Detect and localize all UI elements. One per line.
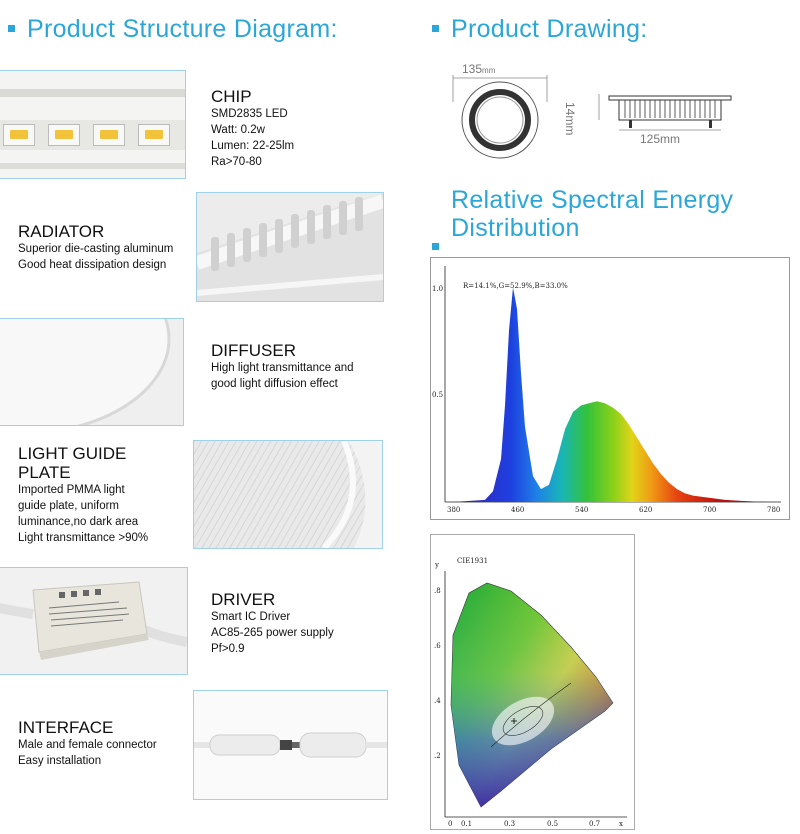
interface-photo <box>193 690 388 800</box>
component-title: LIGHT GUIDE <box>18 444 127 463</box>
cie-y-label: y <box>434 561 439 569</box>
cie-x-label: x <box>619 820 623 828</box>
y-tick-label: 1.0 <box>432 285 443 293</box>
height-label: 14mm <box>563 102 577 136</box>
driver-photo <box>0 567 188 675</box>
cie-y-tick: .2 <box>434 752 441 760</box>
component-title: DIFFUSER <box>211 341 296 360</box>
side-view-drawing: 14mm 125mm <box>563 88 735 148</box>
radiator-photo <box>196 192 384 302</box>
x-tick-label: 540 <box>575 506 588 514</box>
chip-photo <box>0 70 186 179</box>
top-view-circle <box>452 75 548 159</box>
heading-bullet-icon <box>8 24 15 32</box>
cie-horseshoe <box>450 582 614 808</box>
cie-x-tick: 0.1 <box>461 820 472 828</box>
component-diffuser: DIFFUSER High light transmittance and go… <box>211 341 354 390</box>
x-tick-label: 620 <box>639 506 652 514</box>
drawing-heading: Product Drawing: <box>432 15 648 44</box>
bottom-width-label: 125mm <box>640 132 681 146</box>
cie-x-tick: 0.7 <box>589 820 600 828</box>
x-tick-label: 380 <box>447 506 460 514</box>
heading-bullet-icon <box>432 243 439 250</box>
structure-heading: Product Structure Diagram: <box>8 15 338 44</box>
cie-y-tick: .4 <box>434 697 441 705</box>
component-title: INTERFACE <box>18 718 114 737</box>
diffuser-photo <box>0 318 184 426</box>
heading-bullet-icon <box>432 24 439 32</box>
cie-chart: y CIE1931 .8 .6 .4 .2 0 0.1 0.3 0.5 0.7 … <box>430 534 635 830</box>
cie-x-tick: 0.3 <box>504 820 515 828</box>
spectrum-annotation: R=14.1%,G=52.9%,B=33.0% <box>463 282 568 290</box>
component-title: RADIATOR <box>18 222 105 241</box>
diffuser-disc-image <box>0 319 171 425</box>
top-view-drawing: 135mm <box>450 60 550 160</box>
x-tick-label: 780 <box>767 506 780 514</box>
component-title: DRIVER <box>211 590 276 609</box>
x-tick-label: 460 <box>511 506 524 514</box>
light-guide-plate-photo <box>193 440 383 549</box>
cie-plot: y CIE1931 .8 .6 .4 .2 0 0.1 0.3 0.5 0.7 … <box>434 557 627 828</box>
cie-title: CIE1931 <box>457 557 488 565</box>
spectrum-area <box>453 287 773 502</box>
cie-x-tick: 0 <box>448 820 452 828</box>
component-light-guide-plate: LIGHT GUIDE PLATE Imported PMMA light gu… <box>18 444 149 544</box>
radiator-fins-image <box>197 193 383 301</box>
spectrum-plot: R=14.1%,G=52.9%,B=33.0% 1.0 0.5 380 460 54… <box>432 266 781 514</box>
top-width-label: 135mm <box>462 62 496 76</box>
cie-x-tick: 0.5 <box>547 820 558 828</box>
component-radiator: RADIATOR Superior die-casting aluminum G… <box>18 222 174 271</box>
component-title: CHIP <box>211 87 252 106</box>
driver-box-image <box>0 581 187 660</box>
component-chip: CHIP SMD2835 LED Watt: 0.2w Lumen: 22-25… <box>211 87 295 168</box>
component-interface: INTERFACE Male and female connector Easy… <box>18 718 157 767</box>
component-driver: DRIVER Smart IC Driver AC85-265 power su… <box>211 590 334 655</box>
cie-y-tick: .6 <box>434 642 441 650</box>
connector-image <box>194 732 387 758</box>
light-guide-plate-image <box>194 441 382 548</box>
spectrum-chart: R=14.1%,G=52.9%,B=33.0% 1.0 0.5 380 460 54… <box>430 257 790 520</box>
y-tick-label: 0.5 <box>432 391 443 399</box>
side-view-profile <box>598 94 732 131</box>
x-tick-label: 700 <box>703 506 716 514</box>
cie-y-tick: .8 <box>434 587 441 595</box>
